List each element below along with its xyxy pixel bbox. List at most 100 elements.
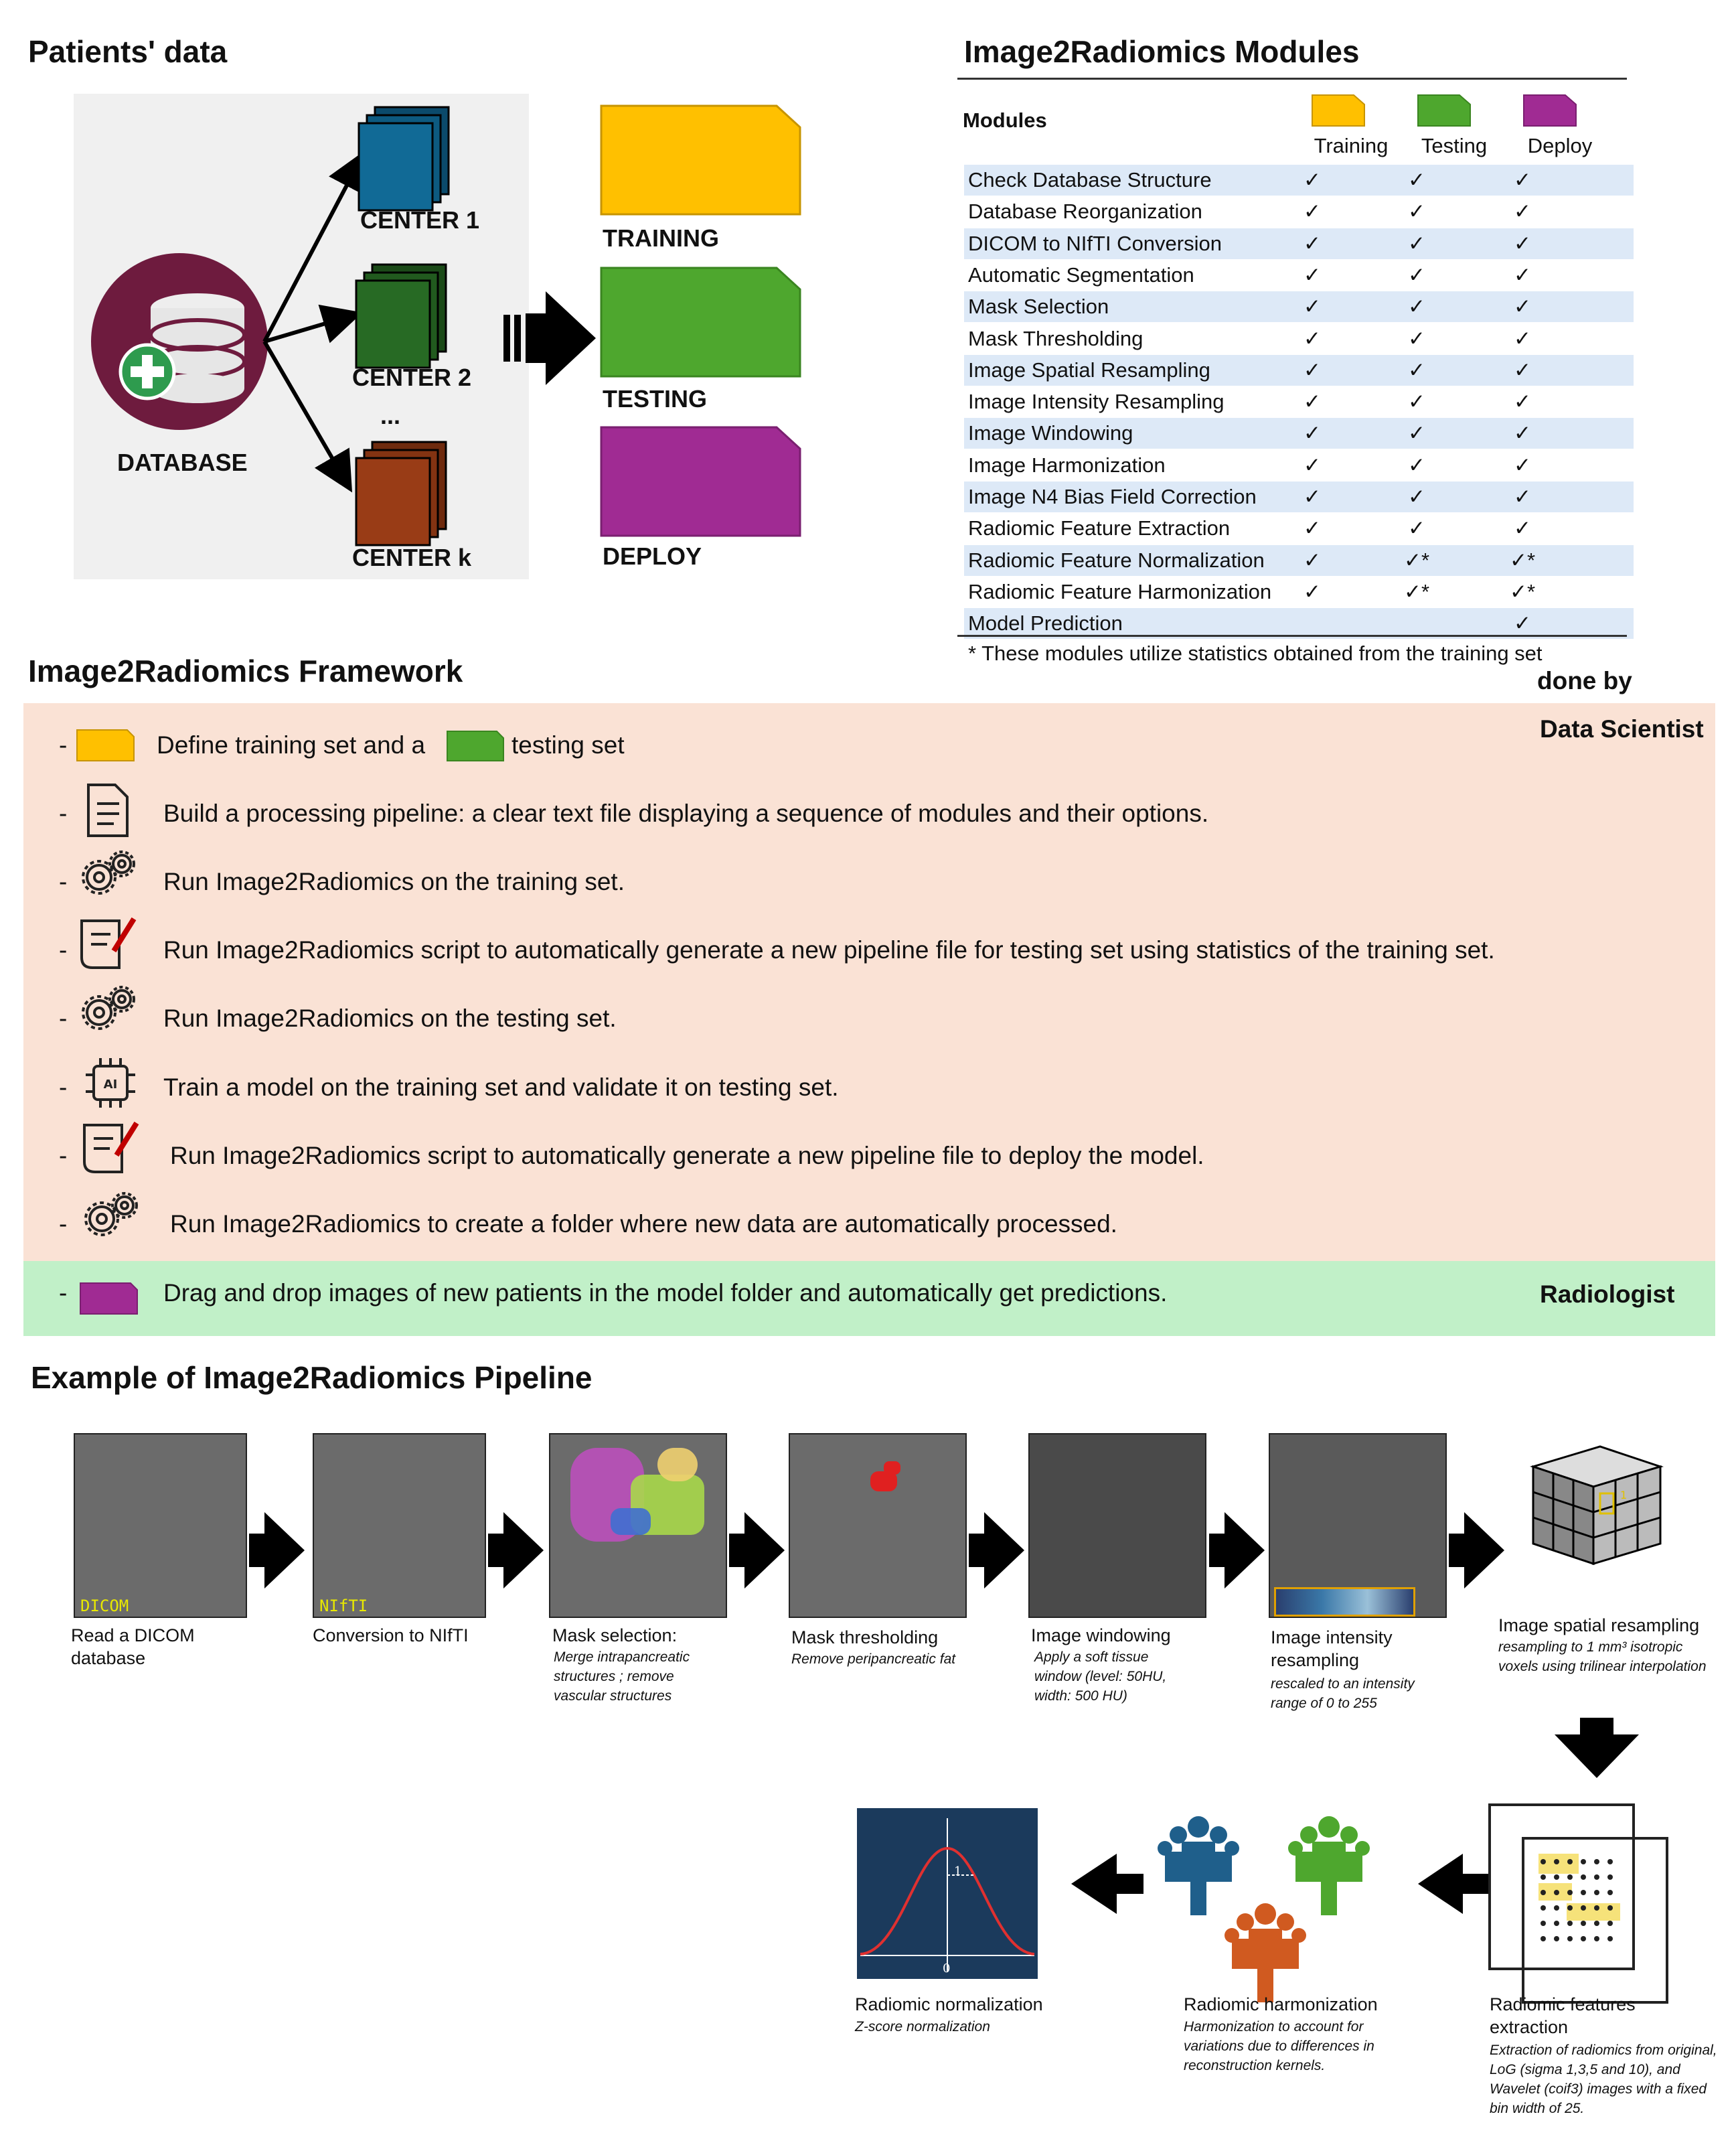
module-row: Mask Thresholding ✓ ✓ ✓	[964, 323, 1634, 354]
training-swatch-icon	[76, 729, 135, 761]
module-name: Mask Selection	[968, 295, 1109, 319]
ct-image-dicom: DICOM	[74, 1433, 247, 1618]
deploy-column-swatch	[1523, 94, 1577, 127]
module-check-testing: ✓	[1408, 421, 1425, 445]
modules-header: Modules	[963, 108, 1047, 132]
bullet: -	[59, 1142, 68, 1169]
module-check-deploy: ✓*	[1509, 548, 1536, 572]
module-check-testing: ✓	[1408, 326, 1425, 350]
bullet: -	[59, 1279, 68, 1307]
module-row: Image Windowing✓✓✓	[964, 418, 1634, 449]
module-check-testing: ✓	[1408, 358, 1425, 382]
module-name: Mask Thresholding	[968, 326, 1143, 350]
column-training: Training	[1314, 134, 1389, 157]
step-8-text: Run Image2Radiomics to create a folder w…	[170, 1210, 1117, 1238]
module-name: Radiomic Feature Normalization	[968, 548, 1265, 572]
gears-icon	[82, 986, 135, 1030]
ct-image-windowing	[1028, 1433, 1206, 1618]
center-1-icon	[358, 106, 450, 212]
step-5-text: Run Image2Radiomics on the testing set.	[163, 1005, 617, 1032]
note-radiomic-normalization: Z-score normalization	[855, 2019, 990, 2034]
caption-intensity-resampling: Image intensity resampling	[1271, 1627, 1393, 1670]
people-group-blue-icon	[1158, 1816, 1239, 1915]
modules-title: Image2Radiomics Modules	[964, 34, 1360, 69]
module-check-testing: ✓*	[1403, 548, 1430, 572]
pipeline-title: Example of Image2Radiomics Pipeline	[31, 1360, 593, 1395]
module-check-training: ✓	[1304, 326, 1321, 350]
module-check-testing: ✓	[1408, 263, 1425, 287]
module-check-training: ✓	[1304, 390, 1321, 414]
step-9-text: Drag and drop images of new patients in …	[163, 1279, 1168, 1307]
arrow-right-icon	[969, 1512, 1024, 1588]
module-row: Model Prediction✓	[964, 608, 1634, 640]
caption-mask-thresholding: Mask thresholding	[791, 1627, 939, 1647]
caption-spatial-resampling: Image spatial resampling	[1498, 1615, 1700, 1635]
deploy-swatch	[600, 426, 801, 537]
module-row: Mask Selection✓✓✓	[964, 291, 1634, 323]
module-name: Image Intensity Resampling	[968, 390, 1225, 414]
radiologist-panel	[23, 1261, 1715, 1336]
patients-graphics	[91, 104, 801, 546]
arrow-right-icon	[249, 1512, 305, 1588]
module-name: DICOM to NIfTI Conversion	[968, 231, 1222, 255]
module-row: Radiomic Feature Extraction✓✓✓	[964, 513, 1634, 544]
note-feature-extraction: Extraction of radiomics from original, L…	[1490, 2043, 1717, 2116]
gears-icon	[82, 850, 135, 895]
module-name: Database Reorganization	[968, 200, 1202, 224]
module-name: Radiomic Feature Extraction	[968, 516, 1231, 540]
note-image-windowing: Apply a soft tissue window (level: 50HU,…	[1034, 1649, 1167, 1704]
module-row: Image Spatial Resampling✓✓✓	[964, 354, 1634, 386]
module-check-testing: ✓	[1408, 200, 1425, 224]
arrow-right-icon	[1449, 1512, 1504, 1588]
module-row: Image Harmonization✓✓✓	[964, 450, 1634, 481]
people-group-green-icon	[1288, 1816, 1370, 1915]
module-row: Radiomic Feature Normalization✓✓*✓*	[964, 544, 1634, 576]
module-check-testing: ✓	[1408, 453, 1425, 477]
module-check-deploy: ✓	[1514, 326, 1531, 350]
module-check-deploy: ✓	[1514, 611, 1531, 636]
bullet: -	[59, 1210, 68, 1238]
database-icon	[91, 253, 268, 430]
center-2-label: CENTER 2	[352, 364, 472, 391]
done-by-label: done by	[1537, 667, 1632, 694]
nifti-overlay-text: NIfTI	[319, 1597, 368, 1615]
caption-read-dicom: Read a DICOM database	[71, 1625, 195, 1668]
training-swatch	[600, 104, 801, 216]
bullet: -	[59, 1005, 68, 1032]
caption-mask-selection: Mask selection:	[552, 1625, 678, 1645]
module-check-training: ✓	[1304, 453, 1321, 477]
module-name: Image Windowing	[968, 421, 1133, 445]
note-mask-selection: Merge intrapancreatic structures ; remov…	[554, 1649, 690, 1704]
svg-text:AI: AI	[104, 1078, 118, 1092]
feature-extraction-icon	[1488, 1803, 1668, 2004]
data-scientist-label: Data Scientist	[1540, 715, 1704, 743]
column-testing: Testing	[1421, 134, 1488, 157]
testing-column-swatch	[1417, 94, 1471, 127]
ct-image-mask-selection	[549, 1433, 727, 1618]
module-check-testing: ✓*	[1403, 579, 1430, 603]
gears-icon	[84, 1192, 138, 1236]
module-check-training: ✓	[1304, 579, 1321, 603]
module-name: Check Database Structure	[968, 168, 1212, 192]
ct-image-nifti: NIfTI	[313, 1433, 486, 1618]
note-spatial-resampling: resampling to 1 mm³ isotropic voxels usi…	[1498, 1639, 1707, 1674]
module-check-deploy: ✓*	[1509, 579, 1536, 603]
center-1-label: CENTER 1	[360, 206, 480, 234]
bullet: -	[59, 800, 68, 827]
bullet: -	[59, 868, 68, 895]
module-check-deploy: ✓	[1514, 516, 1531, 540]
module-name: Radiomic Feature Harmonization	[968, 579, 1272, 603]
module-row: Check Database Structure✓✓✓	[964, 165, 1634, 196]
testing-swatch-icon	[447, 731, 504, 761]
module-check-testing: ✓	[1408, 168, 1425, 192]
module-row: Automatic Segmentation✓✓✓	[964, 260, 1634, 291]
caption-radiomic-normalization: Radiomic normalization	[855, 1994, 1043, 2014]
module-check-deploy: ✓	[1514, 453, 1531, 477]
people-group-orange-icon	[1225, 1903, 1306, 2002]
testing-label: TESTING	[603, 385, 708, 413]
module-check-deploy: ✓	[1514, 421, 1531, 445]
framework-title: Image2Radiomics Framework	[28, 654, 463, 688]
center-2-icon	[355, 263, 447, 369]
module-row: Image N4 Bias Field Correction✓✓✓	[964, 482, 1634, 512]
arrow-right-icon	[729, 1512, 785, 1588]
